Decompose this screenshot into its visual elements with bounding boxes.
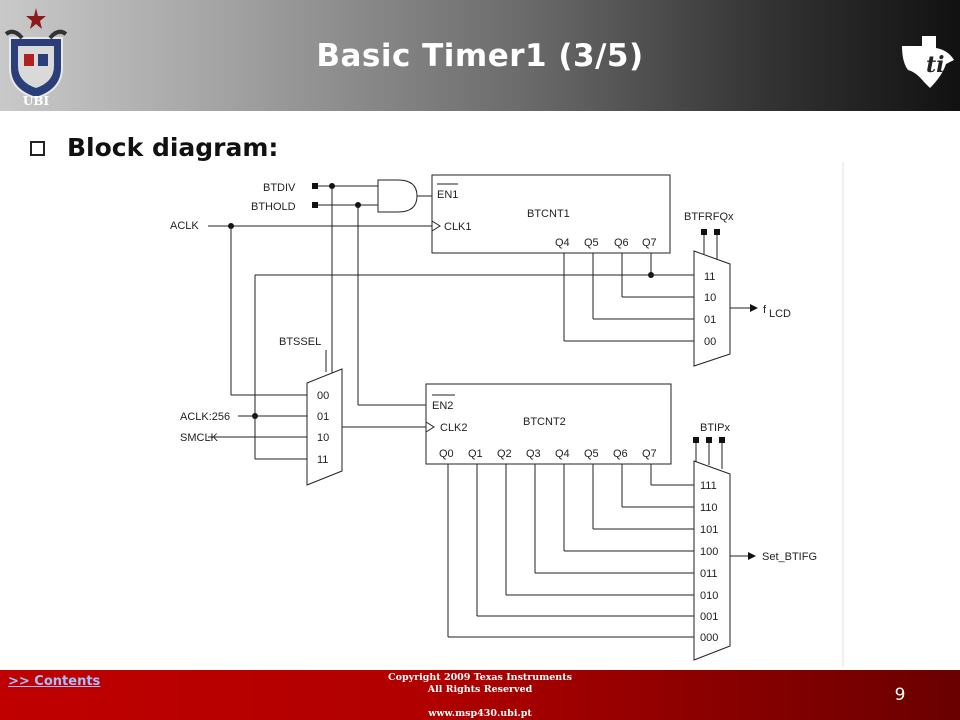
btcnt2-q2: Q2	[497, 448, 512, 460]
aclk-label: ACLK	[170, 220, 199, 232]
aclk256-label: ACLK:256	[180, 411, 230, 423]
btfrfq-in-01: 01	[704, 314, 716, 326]
btcnt2-clk-label: CLK2	[440, 422, 468, 434]
btcnt1-q6: Q6	[614, 237, 629, 249]
btdiv-label: BTDIV	[263, 182, 296, 194]
slide-header: UBI Basic Timer1 (3/5) ti	[0, 0, 960, 111]
btfrfq-in-10: 10	[704, 292, 716, 304]
btip-in-001: 001	[700, 611, 718, 623]
btcnt1-q5: Q5	[584, 237, 599, 249]
copyright-line-2: All Rights Reserved	[427, 684, 533, 695]
ubi-logo-text: UBI	[23, 94, 50, 108]
btip-in-011: 011	[700, 568, 718, 580]
flcd-output-label: f	[763, 304, 767, 316]
btip-in-110: 110	[700, 502, 718, 514]
btssel-in-10: 10	[317, 432, 329, 444]
btcnt1-clk-label: CLK1	[444, 221, 472, 233]
btcnt2-q6: Q6	[613, 448, 628, 460]
btcnt1-q4: Q4	[555, 237, 570, 249]
texas-instruments-logo: ti	[902, 36, 954, 88]
btfrfq-in-11: 11	[704, 271, 715, 283]
slide-footer: >> Contents Copyright 2009 Texas Instrum…	[0, 670, 960, 720]
contents-link[interactable]: >> Contents	[8, 674, 101, 689]
btip-in-111: 111	[700, 480, 717, 492]
bullet-item: Block diagram:	[30, 130, 278, 164]
btfrfq-in-00: 00	[704, 336, 716, 348]
btssel-in-01: 01	[317, 411, 329, 423]
btssel-in-00: 00	[317, 390, 329, 402]
btip-in-100: 100	[700, 546, 718, 558]
bullet-square-icon	[30, 140, 45, 156]
btcnt2-q5: Q5	[584, 448, 599, 460]
slide-title: Basic Timer1 (3/5)	[316, 38, 644, 74]
btip-in-101: 101	[700, 524, 718, 536]
btcnt2-q7: Q7	[642, 448, 657, 460]
btcnt2-name: BTCNT2	[523, 416, 566, 428]
btip-in-010: 010	[700, 590, 718, 602]
slide-number: 9	[894, 685, 906, 705]
set-btifg-output-label: Set_BTIFG	[762, 551, 817, 563]
btcnt2-q0: Q0	[439, 448, 454, 460]
bthold-label: BTHOLD	[251, 201, 296, 213]
svg-text:ti: ti	[926, 52, 945, 78]
btssel-in-11: 11	[317, 454, 328, 466]
btip-label: BTIPx	[700, 422, 730, 434]
block-diagram: BTDIV BTHOLD ACLK ACLK:256 SMCLK EN1 CLK…	[170, 162, 844, 667]
btfrfq-label: BTFRFQx	[684, 211, 734, 223]
btcnt1-q7: Q7	[642, 237, 657, 249]
ubi-crest-logo: UBI	[4, 8, 68, 108]
btcnt2-en-label: EN2	[432, 400, 453, 412]
btcnt1-name: BTCNT1	[527, 208, 570, 220]
smclk-label: SMCLK	[180, 432, 219, 444]
copyright-notice: Copyright 2009 Texas Instruments All Rig…	[340, 672, 620, 696]
flcd-output-subscript: LCD	[769, 308, 791, 320]
btip-in-000: 000	[700, 632, 718, 644]
btcnt2-q3: Q3	[526, 448, 541, 460]
bullet-text: Block diagram:	[67, 132, 279, 162]
copyright-line-1: Copyright 2009 Texas Instruments	[388, 672, 572, 683]
btcnt1-en-label: EN1	[437, 189, 458, 201]
website-url: www.msp430.ubi.pt	[428, 708, 532, 719]
btssel-label: BTSSEL	[279, 336, 321, 348]
btcnt2-q1: Q1	[468, 448, 483, 460]
btcnt2-q4: Q4	[555, 448, 570, 460]
